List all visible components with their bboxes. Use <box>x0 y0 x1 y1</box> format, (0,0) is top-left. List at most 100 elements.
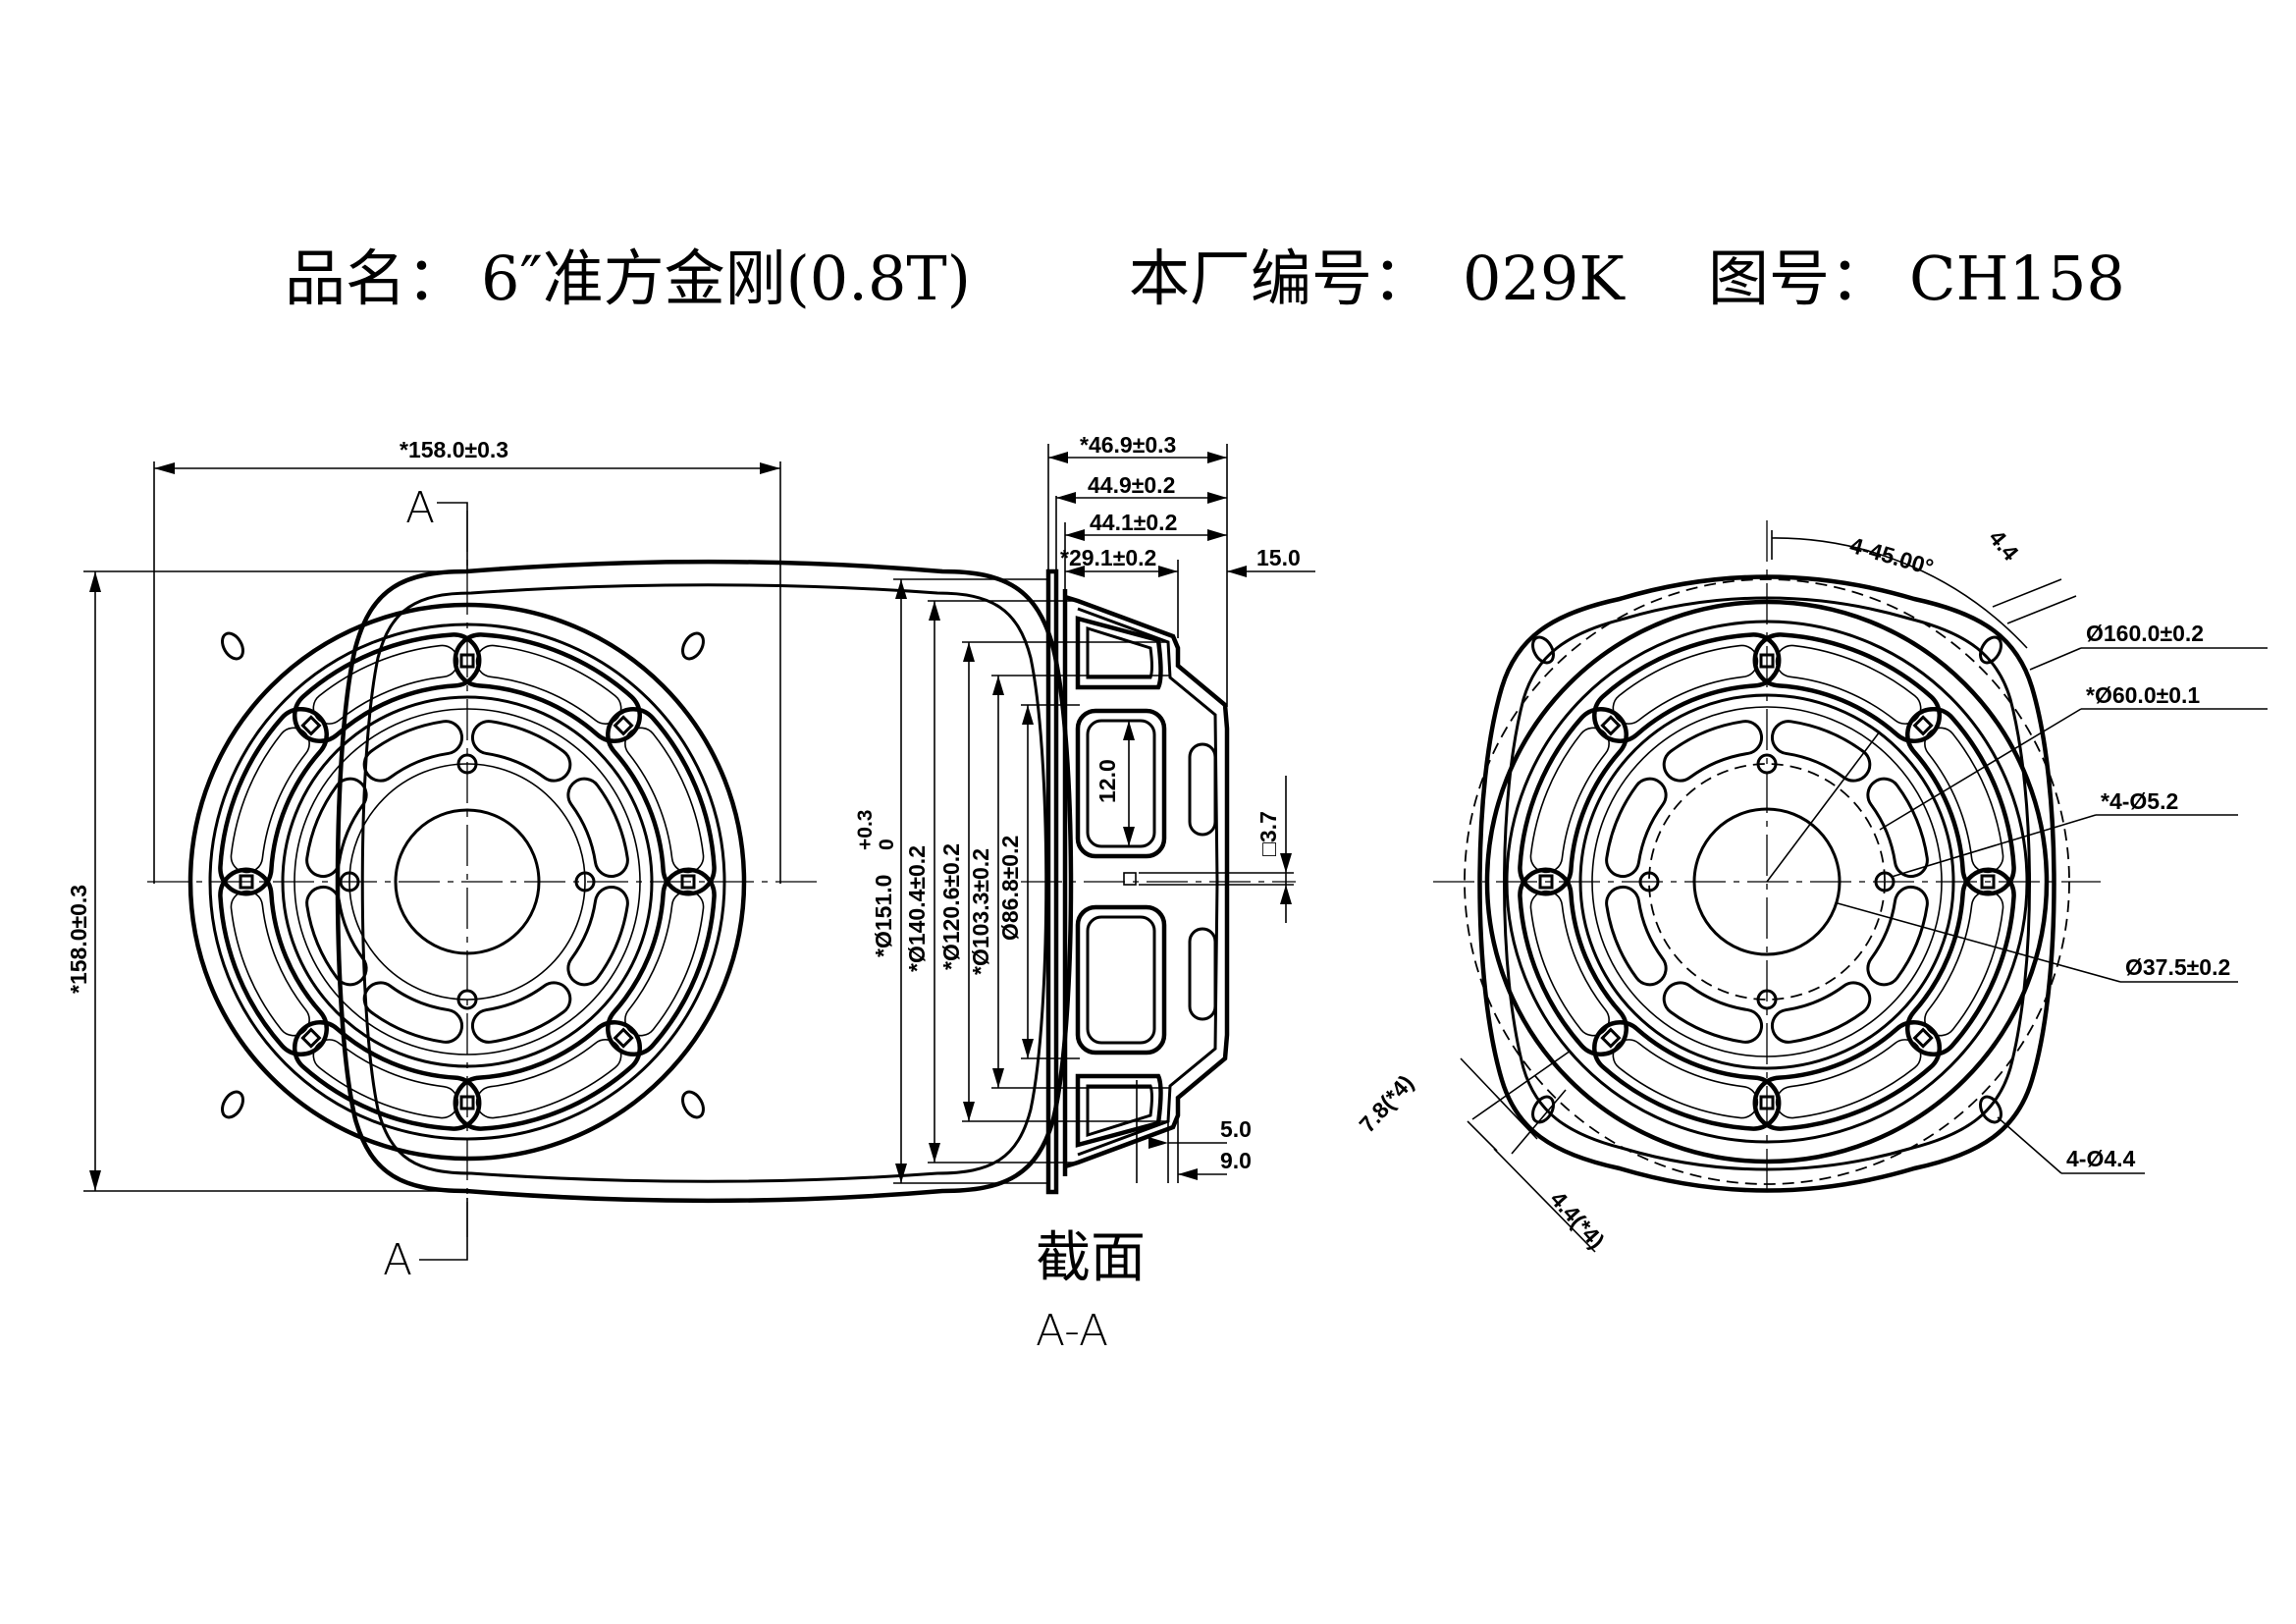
outer-slot <box>1592 632 1782 743</box>
outer-slot-inner <box>624 727 705 874</box>
outer-slot-inner <box>476 1039 622 1119</box>
diam-dim-1033: *Ø103.3±0.2 <box>968 848 993 975</box>
diam-dim-1206: *Ø120.6±0.2 <box>938 843 964 970</box>
dim-line-44 <box>1493 1148 1596 1253</box>
bottom-dim-2: 9.0 <box>1220 1148 1252 1173</box>
window-dim: 12.0 <box>1095 759 1120 803</box>
depth-dim-4: *29.1±0.2 <box>1060 545 1156 570</box>
front-height-dim: *158.0±0.3 <box>66 885 91 994</box>
section-caption-sub: A-A <box>1036 1306 1108 1356</box>
section-window-2 <box>1075 904 1167 1056</box>
slot-tab <box>1600 1027 1622 1049</box>
arrow <box>1048 452 1068 463</box>
inner-slot <box>1866 885 1929 987</box>
drawing-no: CH158 <box>1909 243 2125 314</box>
arrow <box>1022 705 1034 725</box>
inner-slot <box>362 981 464 1044</box>
arrow <box>1148 1137 1168 1149</box>
depth-dim-2: 44.9±0.2 <box>1088 472 1175 498</box>
section-side-slot-bottom <box>1188 927 1217 1021</box>
rear-slot-width-dim: 4.4 <box>1984 525 2024 566</box>
arrow <box>895 1164 907 1183</box>
product-name: 6″准方金刚(0.8T) <box>481 243 971 314</box>
arrow <box>1123 721 1135 740</box>
outer-slot-inner <box>230 890 310 1037</box>
flange-dim: 15.0 <box>1256 545 1301 570</box>
section-mark-top: A <box>405 483 435 533</box>
slot-tab <box>300 1027 322 1049</box>
rear-slot-width-dim-bottom: 4.4(*4) <box>1545 1186 1610 1254</box>
arrow <box>1056 492 1076 504</box>
arrow <box>1207 492 1227 504</box>
outer-slot <box>218 867 329 1056</box>
rear-slots <box>1518 632 2016 1131</box>
arrow <box>1280 885 1292 904</box>
front-slots <box>218 632 717 1131</box>
inner-slot <box>305 777 368 879</box>
slot-tab <box>1600 715 1622 736</box>
section-view: *46.9±0.3 44.9±0.2 44.1±0.2 *29.1±0.2 15… <box>854 432 1315 1356</box>
section-side-slot-top <box>1188 742 1217 837</box>
outer-slot <box>606 707 717 896</box>
inner-slot <box>470 981 572 1044</box>
drawing-no-label: 图号： <box>1708 243 1891 314</box>
front-width-dim: *158.0±0.3 <box>400 437 508 462</box>
section-mark-bottom-line <box>419 1198 468 1261</box>
diam-dim-151: *Ø151.0 <box>871 875 896 957</box>
ext-line <box>1992 578 2062 608</box>
outer-slot <box>1518 867 1629 1056</box>
inner-slot <box>1866 777 1929 879</box>
section-window-2-inner <box>1086 915 1156 1045</box>
rear-slot-length-dim: 7.8(*4) <box>1354 1070 1418 1138</box>
section-caption: 截面 <box>1036 1226 1146 1290</box>
slot-tab <box>1980 874 1996 890</box>
leader <box>1997 1116 2062 1174</box>
section-window-1 <box>1075 708 1167 859</box>
section-window-top-inner <box>1086 625 1153 679</box>
callout-44: 4-Ø4.4 <box>2066 1146 2136 1171</box>
arrow <box>1207 529 1227 541</box>
arrow <box>992 676 1004 695</box>
diam-tol-lower: 0 <box>876 839 898 850</box>
inner-slot <box>566 777 629 879</box>
outer-slot <box>453 632 642 743</box>
outer-slot-inner <box>1775 644 1922 725</box>
rear-mount-hole-tr <box>1979 635 2002 665</box>
section-window-1-inner <box>1086 719 1156 848</box>
outer-slot <box>293 632 482 743</box>
outer-slot-inner <box>1612 644 1759 725</box>
arrow <box>1022 1039 1034 1058</box>
arrow <box>89 1170 101 1191</box>
factory-code: 029K <box>1463 243 1626 314</box>
callout-60: *Ø60.0±0.1 <box>2086 682 2200 708</box>
outer-slot-inner <box>312 644 459 725</box>
title-block: 品名： 6″准方金刚(0.8T) 本厂编号： 029K 图号： CH158 <box>285 243 2125 314</box>
dim-line-78 <box>1460 1057 1538 1140</box>
slot-tab <box>1538 874 1554 890</box>
leader <box>1766 731 1881 883</box>
inner-slot <box>1605 885 1668 987</box>
arrow <box>1065 566 1085 577</box>
arrow <box>929 601 940 621</box>
slot-tab <box>1912 1027 1934 1049</box>
diam-dim-868: Ø86.8±0.2 <box>997 836 1023 941</box>
outer-slot <box>1752 632 1942 743</box>
product-label: 品名： <box>285 243 467 314</box>
outer-slot-inner <box>230 727 310 874</box>
section-square-slot <box>1123 872 1137 886</box>
arrow <box>1227 566 1247 577</box>
arrow <box>895 579 907 599</box>
inner-slot <box>305 885 368 987</box>
outer-slot-inner <box>1776 1039 1922 1119</box>
front-mount-hole-tr <box>681 631 705 661</box>
ext-line <box>2006 595 2077 624</box>
inner-slot <box>1662 981 1764 1044</box>
front-view: A A *158.0±0.3 *158.0±0.3 <box>66 437 1074 1285</box>
leader <box>2029 647 2082 671</box>
front-mount-hole-tl <box>221 631 244 661</box>
inner-slot <box>1770 981 1872 1044</box>
outer-slot <box>1752 1020 1942 1131</box>
leader <box>1891 814 2097 878</box>
inner-slot <box>470 720 572 783</box>
outer-slot <box>453 1020 642 1131</box>
